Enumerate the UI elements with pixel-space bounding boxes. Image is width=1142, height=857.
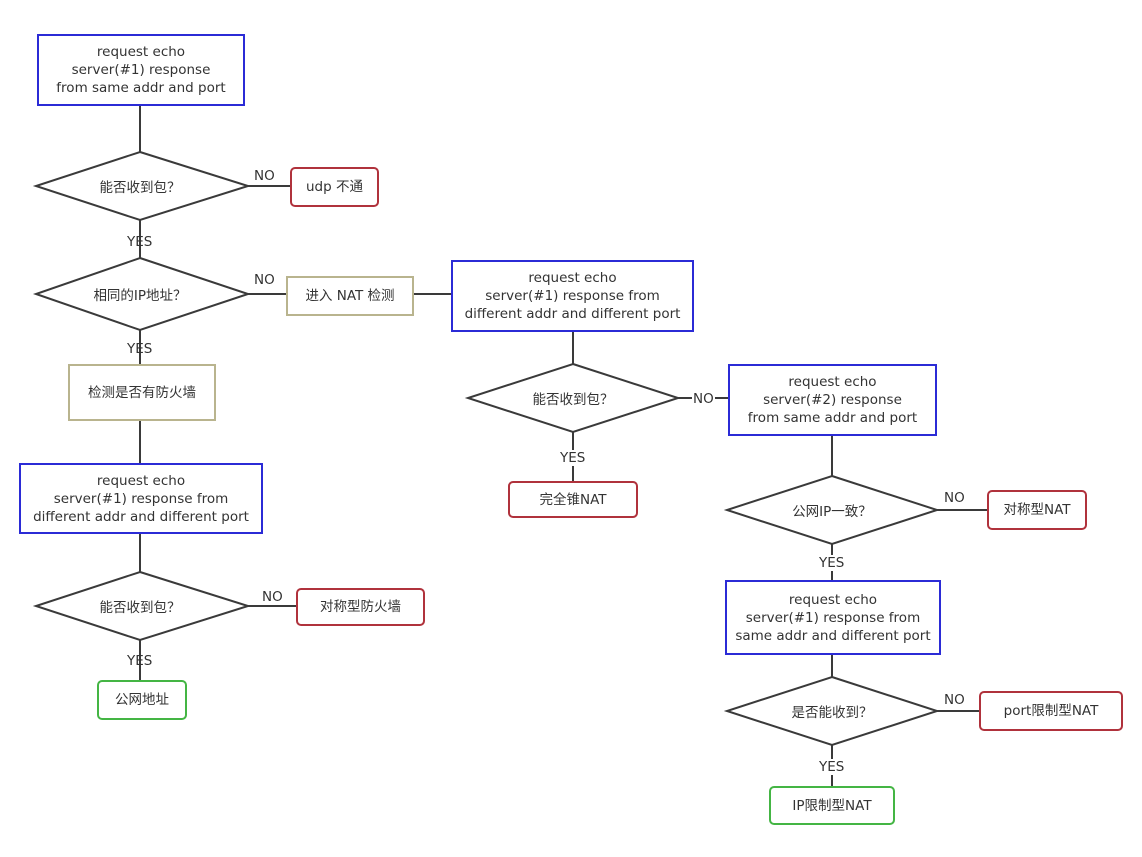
decision-diamond-dnat xyxy=(464,362,682,434)
result-udp-blocked: udp 不通 xyxy=(290,167,379,207)
decision-d1-text: 能否收到包？ xyxy=(99,180,181,196)
process-request-echo-fw-text: request echo server(#1) response from di… xyxy=(33,472,249,525)
step-check-firewall-text: 检测是否有防火墙 xyxy=(88,384,196,401)
result-public-address: 公网地址 xyxy=(97,680,187,720)
decision-diamond-drecv xyxy=(723,675,941,747)
result-full-cone-nat: 完全锥NAT xyxy=(508,481,638,518)
process-request-echo-1: request echo server(#1) response from sa… xyxy=(37,34,245,106)
step-enter-nat-detection-text: 进入 NAT 检测 xyxy=(305,288,395,304)
edge-label-no: NO xyxy=(262,589,283,605)
edge-label-yes: YES xyxy=(127,653,153,669)
edge-label-no: NO xyxy=(944,490,965,506)
decision-dfw-text: 能否收到包？ xyxy=(99,600,181,616)
decision-diamond-d2 xyxy=(32,256,252,332)
process-request-echo-3-text: request echo server(#1) response from sa… xyxy=(735,591,931,644)
process-request-echo-2-text: request echo server(#2) response from sa… xyxy=(747,374,918,426)
result-symmetric-firewall-text: 对称型防火墙 xyxy=(320,599,401,615)
step-enter-nat-detection: 进入 NAT 检测 xyxy=(286,276,414,316)
result-udp-blocked-text: udp 不通 xyxy=(306,179,363,195)
process-request-echo-2: request echo server(#2) response from sa… xyxy=(728,364,937,436)
decision-d2-text: 相同的IP地址？ xyxy=(93,288,187,304)
step-check-firewall: 检测是否有防火墙 xyxy=(68,364,216,421)
decision-dnat-text: 能否收到包？ xyxy=(532,392,614,408)
decision-dip-text: 公网IP一致？ xyxy=(792,504,872,520)
process-request-echo-3: request echo server(#1) response from sa… xyxy=(725,580,941,655)
process-request-echo-nat-text: request echo server(#1) response from di… xyxy=(464,270,681,322)
result-full-cone-nat-text: 完全锥NAT xyxy=(539,491,607,508)
result-symmetric-nat-text: 对称型NAT xyxy=(1003,502,1071,518)
result-symmetric-firewall: 对称型防火墙 xyxy=(296,588,425,626)
result-port-restricted-nat: port限制型NAT xyxy=(979,691,1123,731)
edge-label-yes: YES xyxy=(819,555,845,571)
decision-diamond-dip xyxy=(723,474,941,546)
edge-label-yes: YES xyxy=(127,234,153,250)
process-request-echo-1-text: request echo server(#1) response from sa… xyxy=(56,44,226,96)
edge-label-yes: YES xyxy=(819,759,845,775)
edge-label-yes: YES xyxy=(560,450,586,466)
result-ip-restricted-nat-text: IP限制型NAT xyxy=(792,797,872,814)
result-symmetric-nat: 对称型NAT xyxy=(987,490,1087,530)
process-request-echo-nat: request echo server(#1) response from di… xyxy=(451,260,694,332)
edge-label-yes: YES xyxy=(127,341,153,357)
edge-label-no: NO xyxy=(254,168,275,184)
decision-drecv-text: 是否能收到？ xyxy=(791,705,873,721)
process-request-echo-fw: request echo server(#1) response from di… xyxy=(19,463,263,534)
edge-label-no: NO xyxy=(944,692,965,708)
decision-diamond-dfw xyxy=(32,570,252,642)
decision-diamond-d1 xyxy=(32,150,252,222)
edge-label-no: NO xyxy=(692,391,715,407)
result-public-address-text: 公网地址 xyxy=(115,692,169,708)
result-port-restricted-nat-text: port限制型NAT xyxy=(1003,703,1099,719)
edge-label-no: NO xyxy=(254,272,275,288)
result-ip-restricted-nat: IP限制型NAT xyxy=(769,786,895,825)
